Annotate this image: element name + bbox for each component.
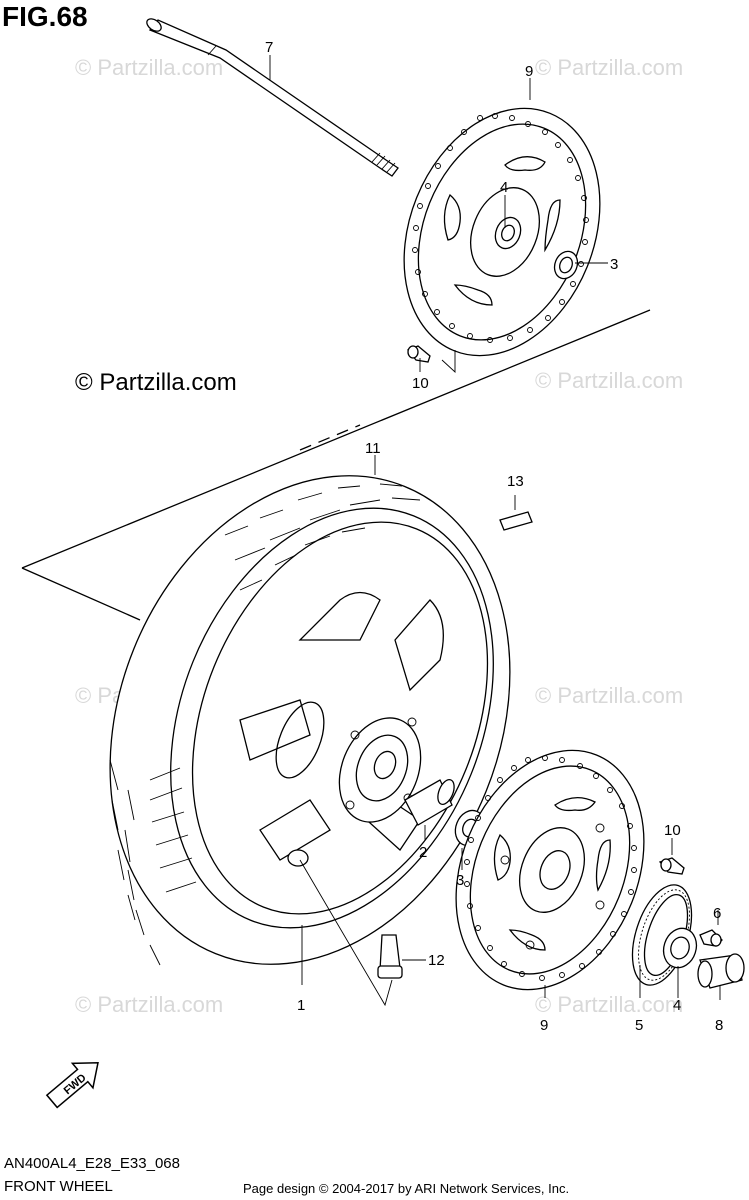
watermark-text: © Partzilla.com bbox=[535, 368, 683, 393]
page-credit: Page design © 2004-2017 by ARI Network S… bbox=[243, 1181, 569, 1196]
callout-10-bottom: 10 bbox=[664, 822, 681, 839]
tire-part-11 bbox=[109, 475, 511, 966]
axle-part-7 bbox=[146, 18, 399, 177]
callout-13: 13 bbox=[507, 473, 524, 490]
disc-holes bbox=[412, 113, 589, 343]
wheel-rim-part-1 bbox=[239, 591, 444, 867]
valve-part-12 bbox=[377, 934, 403, 979]
spacer-part-2 bbox=[404, 779, 455, 826]
watermark-text: © Partzilla.com bbox=[535, 683, 683, 708]
cap-part-8 bbox=[697, 953, 745, 989]
callout-3-bottom: 3 bbox=[456, 872, 464, 889]
callout-4-top: 4 bbox=[500, 179, 508, 196]
callout-8: 8 bbox=[715, 1017, 723, 1034]
watermark-text: © Partzilla.com bbox=[535, 55, 683, 80]
callout-7: 7 bbox=[265, 39, 273, 56]
callout-9-top: 9 bbox=[525, 63, 533, 80]
callout-9-bottom: 9 bbox=[540, 1017, 548, 1034]
leader-lines bbox=[269, 55, 721, 1007]
callout-11: 11 bbox=[365, 440, 381, 457]
screw-part-6 bbox=[699, 929, 723, 947]
fwd-arrow-icon: FWD bbox=[45, 1061, 99, 1109]
diagram-name: FRONT WHEEL bbox=[4, 1178, 113, 1195]
balance-weight-part-13 bbox=[499, 511, 533, 531]
figure-title: FIG.68 bbox=[2, 1, 88, 32]
disc-bolt-lower bbox=[658, 857, 685, 875]
brake-disc-upper bbox=[403, 107, 601, 357]
copyright-text: © Partzilla.com bbox=[75, 369, 237, 396]
diagram-code: AN400AL4_E28_E33_068 bbox=[4, 1155, 180, 1172]
brake-disc-lower bbox=[455, 749, 645, 991]
callout-3-top: 3 bbox=[610, 256, 618, 273]
disc-holes bbox=[464, 755, 637, 981]
callout-2: 2 bbox=[419, 844, 427, 861]
watermark-text: © Partzilla.com bbox=[75, 55, 223, 80]
callouts: 7 9 4 3 10 11 13 2 3 10 6 12 1 9 5 4 8 bbox=[265, 39, 723, 1034]
callout-12: 12 bbox=[428, 952, 445, 969]
callout-1: 1 bbox=[297, 997, 305, 1014]
collar-part-4 bbox=[662, 927, 698, 969]
callout-5: 5 bbox=[635, 1017, 643, 1034]
callout-10-top: 10 bbox=[412, 375, 429, 392]
callout-6: 6 bbox=[713, 905, 721, 922]
reference-lines bbox=[21, 309, 651, 621]
watermark-text: © Partzilla.com bbox=[75, 992, 223, 1017]
watermark-text: © Partzilla.com bbox=[535, 992, 683, 1017]
bearing-upper bbox=[553, 250, 579, 280]
callout-4-bottom: 4 bbox=[673, 997, 681, 1014]
disc-bolt-upper bbox=[406, 345, 431, 363]
